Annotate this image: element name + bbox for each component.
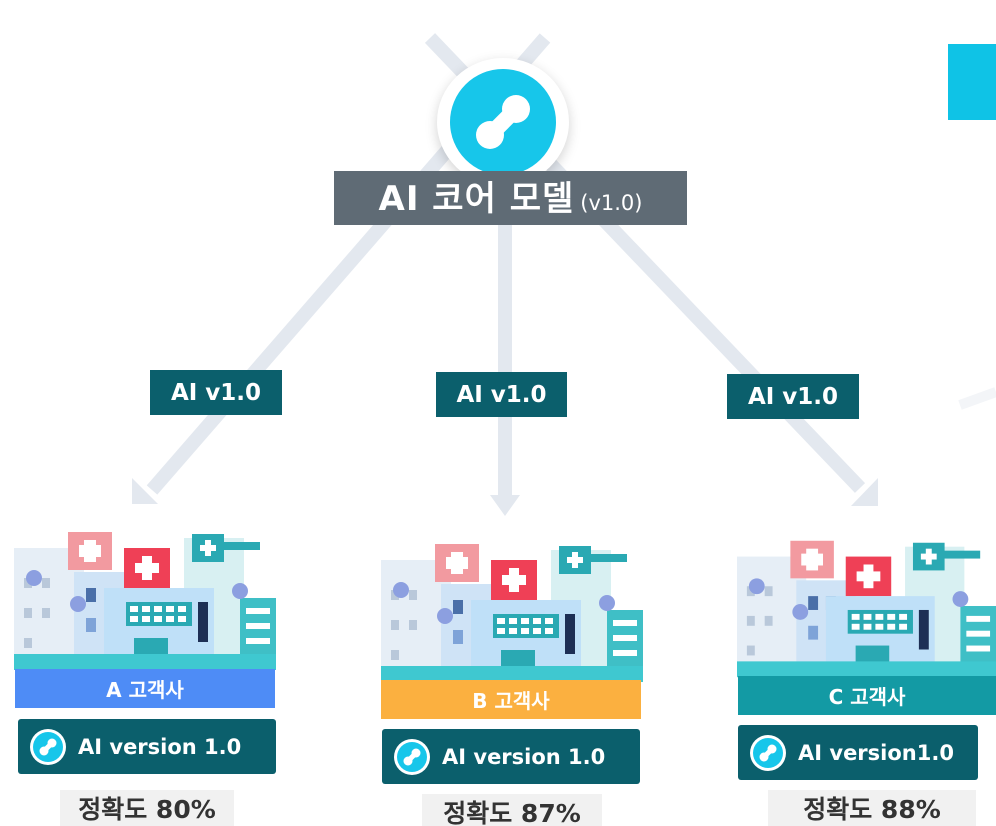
link-node-icon [394,738,430,775]
arrow-label-a: AI v1.0 [150,370,282,415]
core-model-label: AI 코어 모델 (v1.0) [334,171,687,225]
client-b-accuracy: 정확도 87% [422,794,602,826]
ai-version-label: AI version 1.0 [78,734,242,759]
ai-version-label: AI version 1.0 [442,744,606,769]
core-model-icon [437,58,569,186]
link-node-icon [30,728,66,765]
hospital-b-icon [381,544,643,682]
client-a-ai-version: AI version 1.0 [18,719,276,774]
client-c-ai-version: AI version1.0 [738,725,978,780]
client-c-name-bar: C 고객사 [738,676,996,715]
client-c-accuracy: 정확도 88% [768,790,976,826]
hospital-a-icon [14,532,276,670]
corner-accent-block [948,44,996,120]
link-node-icon [476,95,530,149]
client-b-ai-version: AI version 1.0 [382,729,640,784]
ai-version-label: AI version1.0 [798,740,954,765]
client-a-accuracy: 정확도 80% [60,790,234,826]
arrow-label-b: AI v1.0 [436,372,567,417]
core-model-version: (v1.0) [580,191,643,215]
client-a-name-bar: A 고객사 [15,669,275,708]
arrow-label-c: AI v1.0 [727,374,859,419]
link-node-icon [750,734,786,771]
hospital-c-icon [737,540,996,678]
core-model-title: AI 코어 모델 [378,179,575,219]
client-b-name-bar: B 고객사 [381,680,641,719]
